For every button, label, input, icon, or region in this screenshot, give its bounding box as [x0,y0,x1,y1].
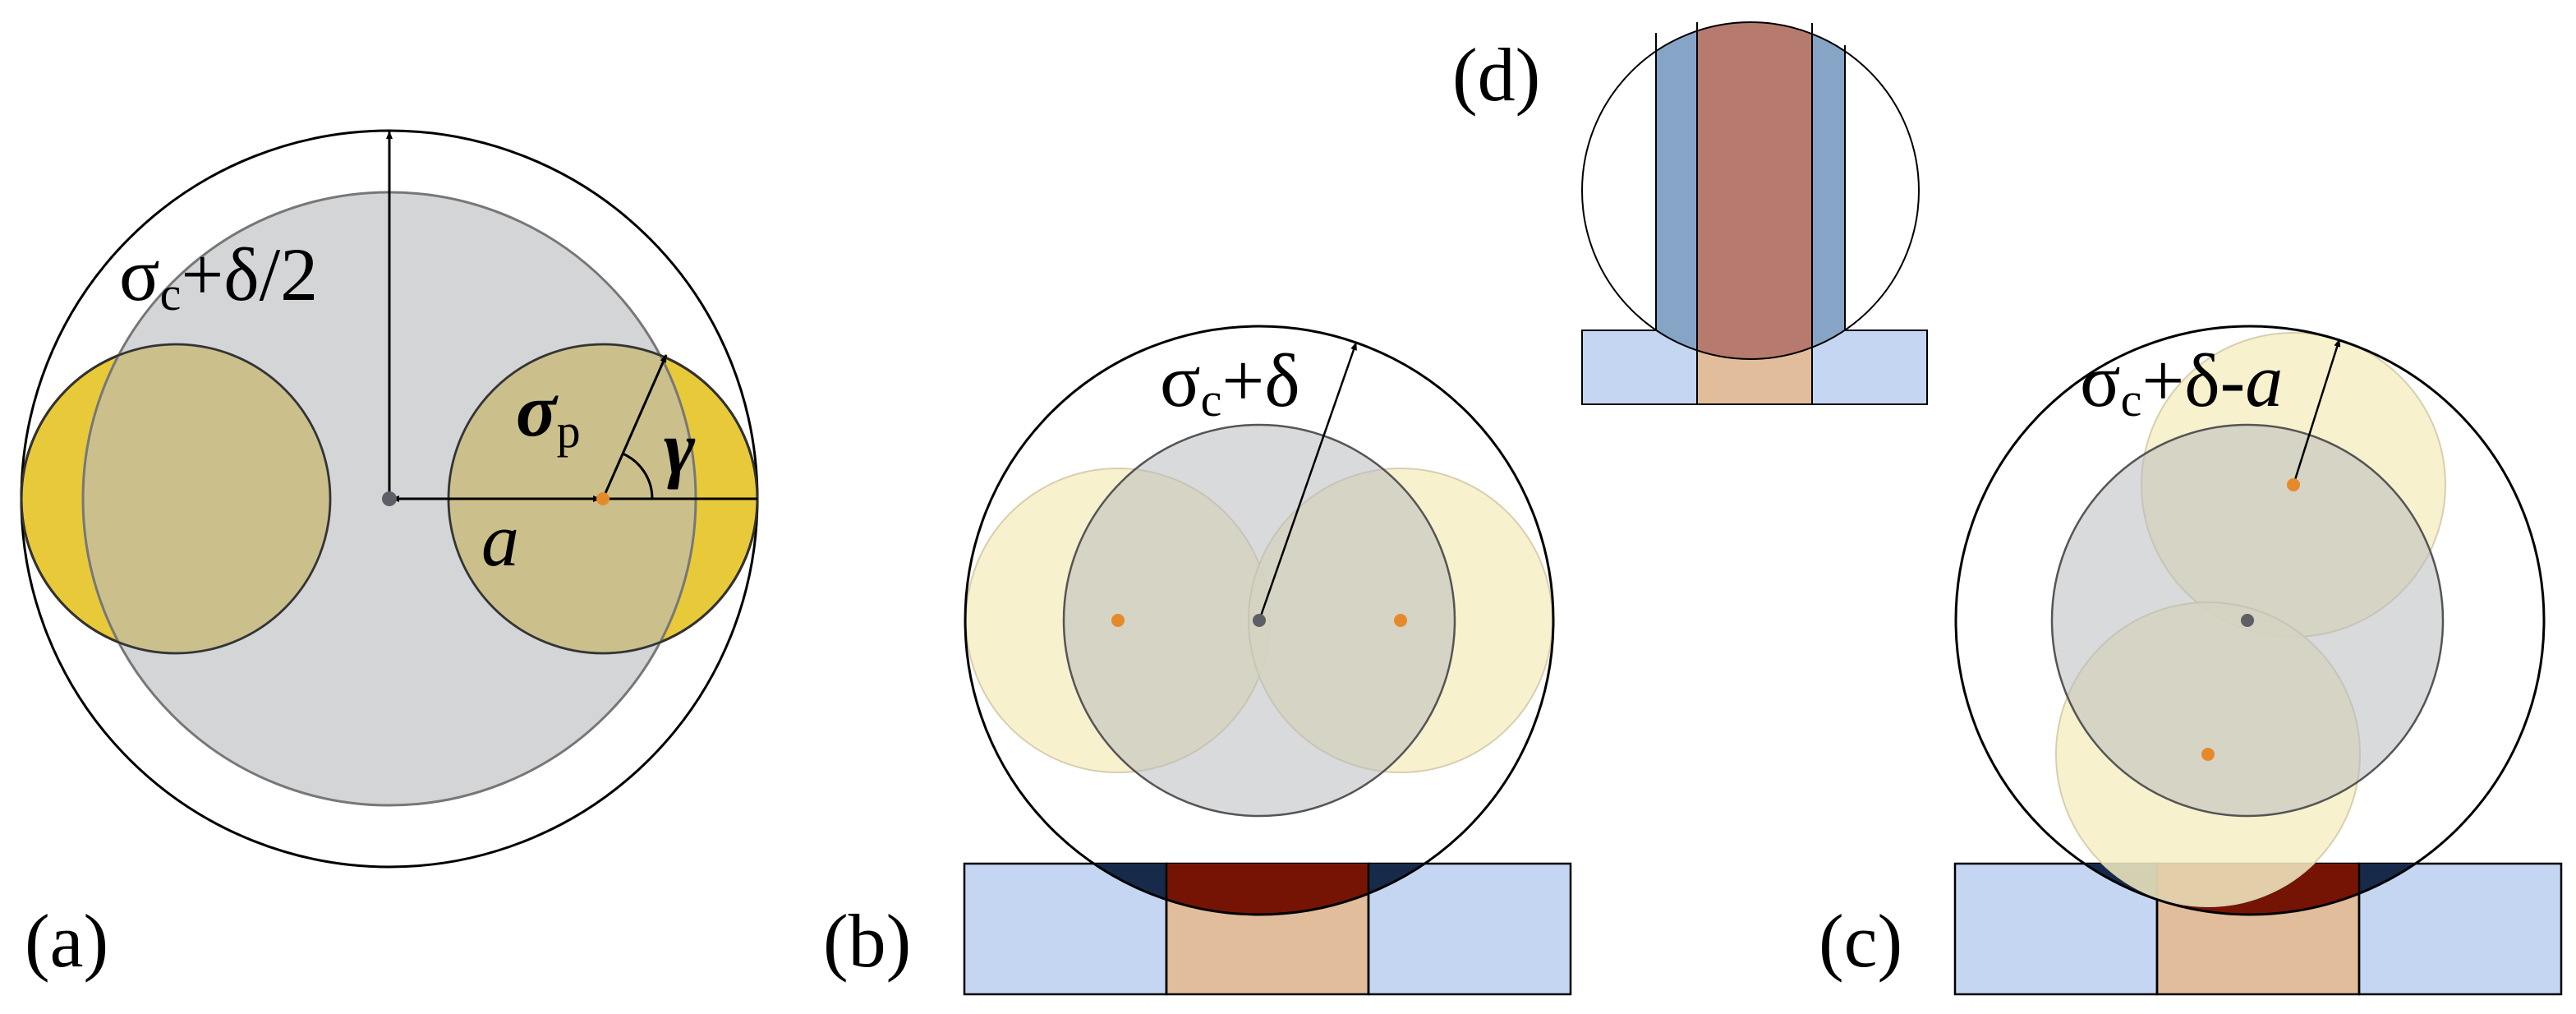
d-outer-circle [1581,21,1920,360]
sigma-c-delta-a-arrow [2292,339,2341,486]
sigma-c-delta-arrow-b [1258,342,1358,621]
panel-d: (d) [1452,21,1928,405]
left-patch-dot-b [1111,614,1125,627]
patch-center-dot [596,492,610,505]
left-patch-outline [20,343,332,655]
sigma-c-delta-a-label: σc+δ-a [2080,339,2283,426]
sigma-c-delta-half-label: σc+δ/2 [119,233,318,320]
right-patch-dot-b [1394,614,1407,627]
gamma-angle-arc [622,452,654,500]
panel-a-label: (a) [25,899,108,983]
outer-interaction-circle-c [1954,325,2546,916]
d-column-blue-left [1656,22,1697,359]
bottom-patch-dot-c [2201,748,2215,761]
panel-a: σc+δ/2 σp γ a (a) [20,129,759,983]
panel-c: σc+δ-a (c) [1819,325,2563,996]
gamma-label: γ [664,406,696,490]
sigma-p-label: σp [516,368,581,458]
d-surface-right-blue [1811,330,1928,405]
distance-a-label: a [481,498,519,582]
surface-right-blue-c [2358,862,2563,996]
panel-d-label: (d) [1452,33,1540,117]
panel-b: σc+δ (b) [823,325,1572,996]
top-patch-dot-c [2287,478,2300,491]
surface-right-blue-b [1367,862,1572,996]
panel-b-label: (b) [823,899,911,983]
d-column-red-center [1697,22,1812,359]
core-center-dot-b [1253,614,1266,627]
core-center-dot [382,491,397,506]
outer-interaction-circle-b [964,325,1555,916]
sigma-c-delta-label: σc+δ [1160,339,1300,426]
core-center-dot-c [2241,614,2254,627]
sigma-p-radius-arrow [601,354,668,500]
d-column-blue-right [1812,22,1845,359]
panel-c-label: (c) [1819,899,1902,983]
